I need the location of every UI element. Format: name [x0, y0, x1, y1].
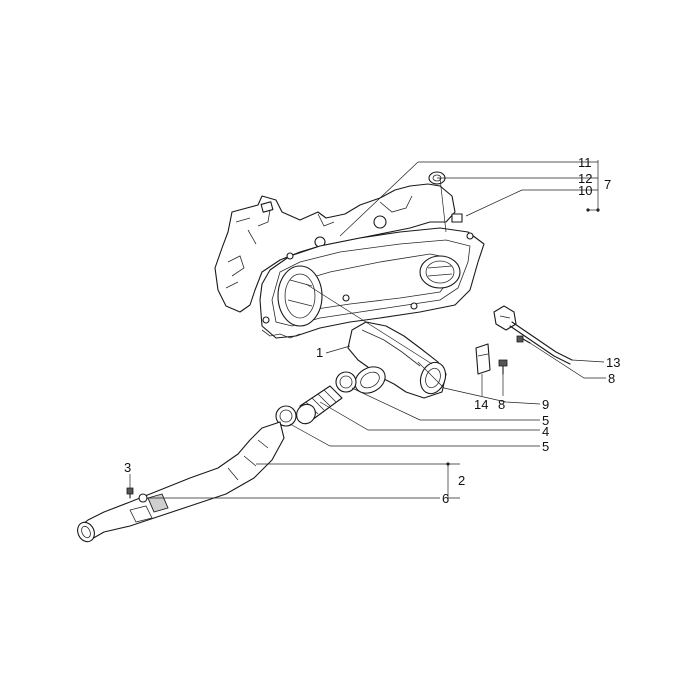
- callout-13: 13: [606, 355, 620, 370]
- callout-12: 12: [578, 171, 592, 186]
- callout-7: 7: [604, 177, 611, 192]
- hose-clamp-lower: [275, 405, 297, 427]
- screw-3: [126, 487, 134, 499]
- grommet-6: [138, 493, 148, 503]
- bracket-13: [493, 305, 573, 365]
- screw-8-upper: [516, 335, 531, 344]
- transmission-cover-assembly: [214, 171, 485, 339]
- callout-6: 6: [442, 491, 449, 506]
- corrugated-sleeve: [296, 385, 343, 425]
- screw-8-lower: [498, 359, 508, 375]
- callout-5-upper: 5: [542, 413, 549, 428]
- callout-9: 9: [542, 397, 549, 412]
- callout-1: 1: [316, 345, 323, 360]
- callout-labels: 11 12 10 7 1 9 5 4 5 2 3 6 13 8 14 8: [124, 155, 620, 506]
- callout-4: 4: [542, 424, 549, 439]
- hose-clamp-upper: [335, 371, 357, 393]
- callout-2: 2: [458, 473, 465, 488]
- callout-8-upper: 8: [608, 371, 615, 386]
- cooling-duct: [77, 421, 285, 543]
- leader-lines: [129, 160, 606, 499]
- callout-8-lower: 8: [498, 397, 505, 412]
- callout-11: 11: [578, 155, 592, 170]
- intake-elbow: [347, 321, 447, 399]
- callout-5-lower: 5: [542, 439, 549, 454]
- bracket-14: [475, 343, 491, 375]
- callout-10: 10: [578, 183, 592, 198]
- callout-3: 3: [124, 460, 131, 475]
- callout-14: 14: [474, 397, 488, 412]
